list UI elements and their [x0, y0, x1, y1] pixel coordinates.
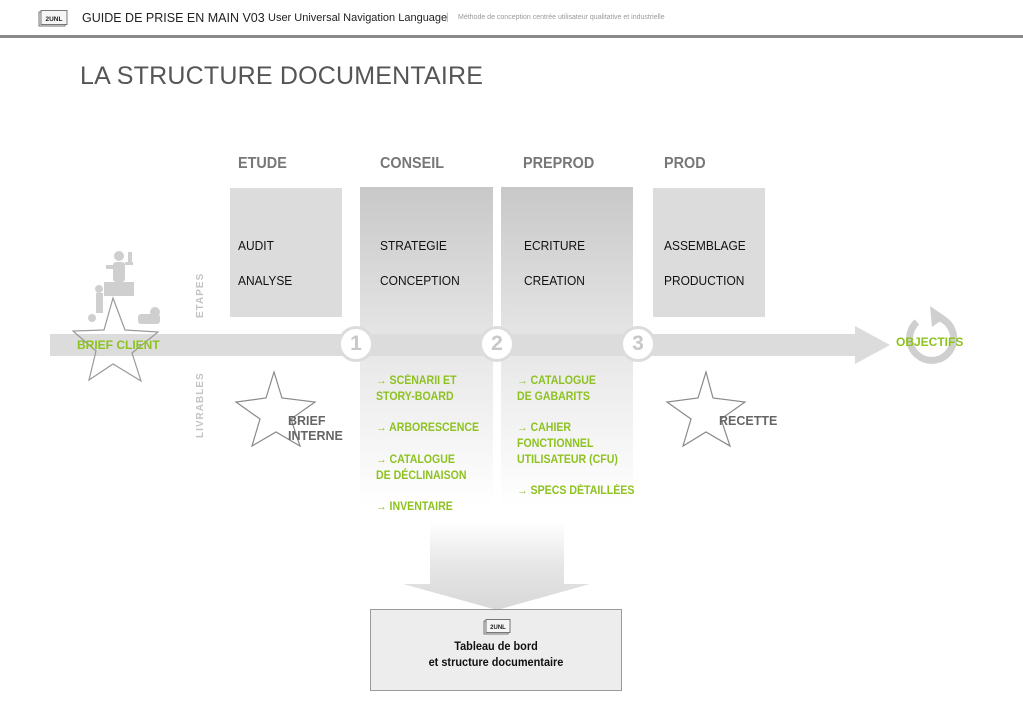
dashboard-line-1: Tableau de bord [454, 641, 538, 653]
etapes-label: ETAPES [195, 272, 206, 318]
objectifs-cycle-icon [906, 306, 958, 364]
brief-client-star-icon [71, 296, 160, 383]
document-subtitle: User Universal Navigation Language [268, 12, 448, 24]
recette-star-icon [665, 369, 747, 448]
phase-title-etude: ETUDE [238, 155, 287, 172]
funnel-arrow [403, 522, 590, 610]
deliverable-line: → SCÉNARII ET [376, 375, 457, 387]
deliverable-line: FONCTIONNEL [517, 438, 594, 450]
deliverable-line: → CAHIER [517, 422, 572, 434]
deliverable-line: INTERNE [288, 429, 343, 443]
logo-icon: 2UNL [483, 619, 511, 635]
deliverable-brief-interne: BRIEF INTERNE [288, 414, 343, 444]
deliverable-specs: → SPECS DÉTAILLÉES [517, 485, 635, 497]
phase-box-etude [230, 188, 342, 317]
svg-text:2UNL: 2UNL [490, 625, 506, 631]
deliverable-line: UTILISATEUR (CFU) [517, 454, 618, 466]
deliverable-cfu: → CAHIER FONCTIONNEL UTILISATEUR (CFU) [517, 420, 618, 468]
step-conception: CONCEPTION [380, 273, 460, 288]
deliverable-inventaire: → INVENTAIRE [376, 501, 453, 513]
logo-icon: 2UNL [38, 10, 68, 27]
dashboard-line-2: et structure documentaire [428, 657, 564, 669]
step-analyse: ANALYSE [238, 273, 293, 288]
brief-interne-star-icon [234, 369, 317, 448]
milestone-3: 3 [620, 326, 656, 362]
dashboard-logo: 2UNL [483, 619, 511, 641]
deliverable-catalogue-declinaison: → CATALOGUE DE DÉCLINAISON [376, 452, 467, 484]
deliverable-line: STORY-BOARD [376, 391, 454, 403]
step-creation: CREATION [524, 273, 585, 288]
livrables-label: LIVRABLES [195, 372, 206, 438]
page-title: LA STRUCTURE DOCUMENTAIRE [80, 62, 484, 90]
header-separator: | [446, 12, 449, 23]
deliverable-scenarii: → SCÉNARII ET STORY-BOARD [376, 373, 457, 405]
objectifs-label: OBJECTIFS [896, 335, 964, 349]
step-production: PRODUCTION [664, 273, 745, 288]
step-assemblage: ASSEMBLAGE [664, 238, 746, 253]
step-strategie: STRATEGIE [380, 238, 447, 253]
document-title: GUIDE DE PRISE EN MAIN V03 [82, 11, 265, 25]
deliverable-catalogue-gabarits: → CATALOGUE DE GABARITS [517, 373, 596, 405]
header-divider [0, 35, 1023, 38]
header-tagline: Méthode de conception centrée utilisateu… [458, 14, 665, 21]
milestone-2: 2 [479, 326, 515, 362]
flow-arrow [50, 326, 890, 364]
step-audit: AUDIT [238, 238, 274, 253]
deliverable-line: DE GABARITS [517, 391, 590, 403]
deliverable-line: BRIEF [288, 414, 326, 428]
client-figure-icon [88, 251, 160, 324]
deliverable-recette: RECETTE [719, 414, 778, 428]
svg-text:2UNL: 2UNL [46, 16, 63, 23]
brief-client-label: BRIEF CLIENT [77, 338, 160, 352]
phase-title-prod: PROD [664, 155, 706, 172]
phase-title-conseil: CONSEIL [380, 155, 445, 172]
deliverable-line: → CATALOGUE [517, 375, 596, 387]
step-ecriture: ECRITURE [524, 238, 586, 253]
logo: 2UNL [38, 10, 68, 33]
phase-title-preprod: PREPROD [523, 155, 595, 172]
phase-box-prod [653, 188, 765, 317]
deliverable-arborescence: → ARBORESCENCE [376, 422, 480, 434]
deliverable-line: DE DÉCLINAISON [376, 470, 467, 482]
milestone-1: 1 [338, 326, 374, 362]
deliverable-line: → CATALOGUE [376, 454, 455, 466]
